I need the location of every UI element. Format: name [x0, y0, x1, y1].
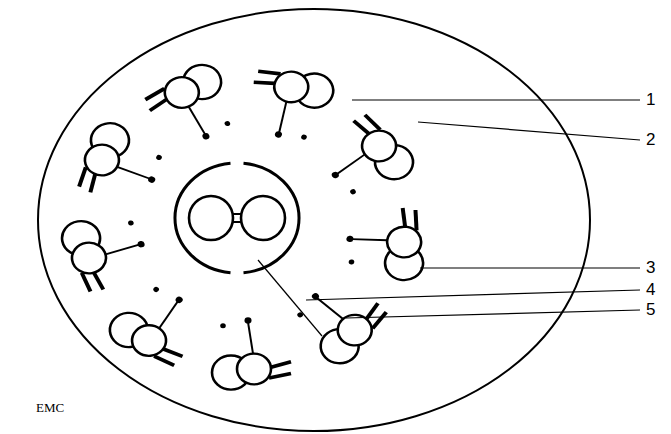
callout-number: 3	[646, 258, 655, 278]
callout-number: 1	[646, 90, 655, 110]
cell-membrane	[38, 9, 590, 431]
outer-doublets	[59, 56, 433, 390]
watermark: EMC	[36, 400, 64, 416]
leader-lines	[258, 100, 640, 336]
central-pair	[175, 163, 299, 272]
callout-number: 2	[646, 130, 655, 150]
callout-number: 5	[646, 300, 655, 320]
callout-number: 4	[646, 280, 655, 300]
